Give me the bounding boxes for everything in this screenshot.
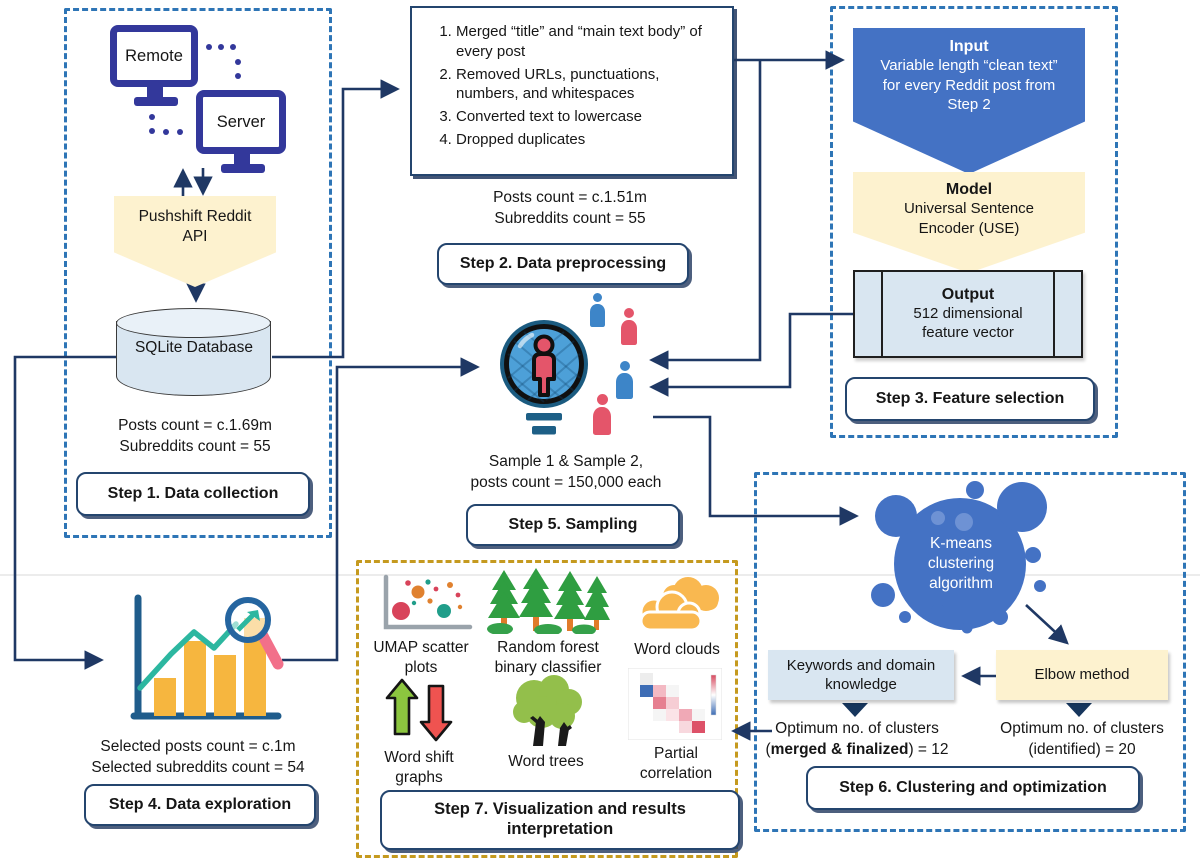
step6-label-button: Step 6. Clustering and optimization (806, 766, 1140, 810)
remote-monitor-base (134, 97, 178, 106)
word-tree-icon (513, 675, 582, 746)
elbow-method-box: Elbow method (996, 650, 1168, 700)
step2-stat-subreddits: Subreddits count = 55 (494, 209, 646, 227)
step4-stat-subreddits: Selected subreddits count = 54 (91, 758, 305, 776)
result-right-line1: Optimum no. of clusters (1000, 720, 1164, 737)
output-body: 512 dimensional feature vector (913, 304, 1023, 342)
step5-stat-samples: Sample 1 & Sample 2, (488, 453, 644, 470)
database-cylinder-icon (116, 308, 271, 338)
person-red-icon (593, 394, 611, 435)
input-body: Variable length “clean text” for every R… (880, 57, 1058, 113)
step4-label-button: Step 4. Data exploration (84, 784, 316, 826)
step2-stats: Posts count = c.1.51m Subreddits count =… (440, 188, 700, 230)
word-shift-label: Word shift graphs (384, 749, 454, 786)
list-item: Dropped duplicates (456, 130, 720, 150)
database-label: SQLite Database (134, 339, 254, 356)
list-item: Merged “title” and “main text body” of e… (456, 22, 720, 62)
list-item: Converted text to lowercase (456, 107, 720, 127)
step1-container (64, 8, 332, 538)
output-title: Output (941, 285, 995, 303)
step7-label-button: Step 7. Visualization and results interp… (380, 790, 740, 850)
server-monitor-base (221, 164, 265, 173)
partial-correlation-label: Partial correlation (639, 745, 713, 782)
api-label: Pushshift Reddit API (138, 208, 252, 246)
triangle-pointer-icons (842, 703, 1092, 717)
random-forest-label: Random forest binary classifier (494, 639, 602, 676)
word-trees-label: Word trees (508, 753, 584, 770)
step1-label-button: Step 1. Data collection (76, 472, 310, 516)
person-blue-icon (616, 361, 633, 399)
bar-chart-magnifier-icon (130, 594, 284, 720)
step5-stats: Sample 1 & Sample 2, posts count = 150,0… (446, 452, 686, 494)
step7-container (356, 560, 738, 858)
step2-stat-posts: Posts count = c.1.51m (493, 189, 647, 206)
umap-label: UMAP scatter plots (373, 639, 469, 676)
step3-container (830, 6, 1118, 438)
output-box: Output 512 dimensional feature vector (853, 270, 1083, 358)
step5-stat-posts: posts count = 150,000 each (470, 473, 662, 491)
word-clouds-label: Word clouds (634, 641, 720, 658)
step4-stat-posts: Selected posts count = c.1m (100, 738, 296, 755)
step3-label-button: Step 3. Feature selection (845, 377, 1095, 421)
person-red-icon (621, 308, 637, 345)
partial-correlation-heatmap-icon (628, 668, 722, 740)
random-forest-icon (487, 568, 610, 634)
preprocessing-list: Merged “title” and “main text body” of e… (412, 22, 732, 150)
model-body: Universal Sentence Encoder (USE) (903, 200, 1035, 237)
person-blue-icon (590, 293, 605, 327)
divider-line (0, 574, 1200, 576)
remote-label: Remote (125, 46, 183, 65)
result-left-line2: (merged & finalized) = 12 (765, 740, 949, 758)
kmeans-label: K-means clustering algorithm (927, 535, 995, 593)
step4-stats: Selected posts count = c.1m Selected sub… (62, 737, 334, 779)
input-title: Input (949, 38, 989, 55)
person-magnifier-icon (500, 320, 588, 435)
remote-computer-icon: Remote (110, 25, 198, 87)
umap-scatter-icon (383, 574, 473, 630)
keywords-box: Keywords and domain knowledge (768, 650, 954, 700)
step1-stat-subreddits: Subreddits count = 55 (119, 437, 271, 455)
model-title: Model (945, 181, 993, 198)
server-label: Server (216, 112, 266, 131)
step2-list-box: Merged “title” and “main text body” of e… (410, 6, 734, 176)
result-left-line1: Optimum no. of clusters (775, 720, 939, 737)
step5-label-button: Step 5. Sampling (466, 504, 680, 546)
step6-result-left: Optimum no. of clusters (merged & finali… (746, 719, 968, 761)
word-shift-arrows-icon (385, 678, 453, 742)
kmeans-cluster-blob-icon (871, 481, 1047, 634)
server-computer-icon: Server (196, 90, 286, 154)
result-right-line2: (identified) = 20 (1028, 740, 1136, 758)
step1-stat-posts: Posts count = c.1.69m (118, 417, 272, 434)
step6-container (754, 472, 1186, 832)
word-clouds-icon (639, 577, 719, 632)
step1-stats: Posts count = c.1.69m Subreddits count =… (70, 416, 320, 458)
step6-result-right: Optimum no. of clusters (identified) = 2… (980, 719, 1184, 761)
list-item: Removed URLs, punctuations, numbers, and… (456, 65, 720, 105)
remote-monitor-stand (147, 87, 163, 97)
step2-label-button: Step 2. Data preprocessing (437, 243, 689, 285)
server-monitor-stand (234, 154, 250, 164)
